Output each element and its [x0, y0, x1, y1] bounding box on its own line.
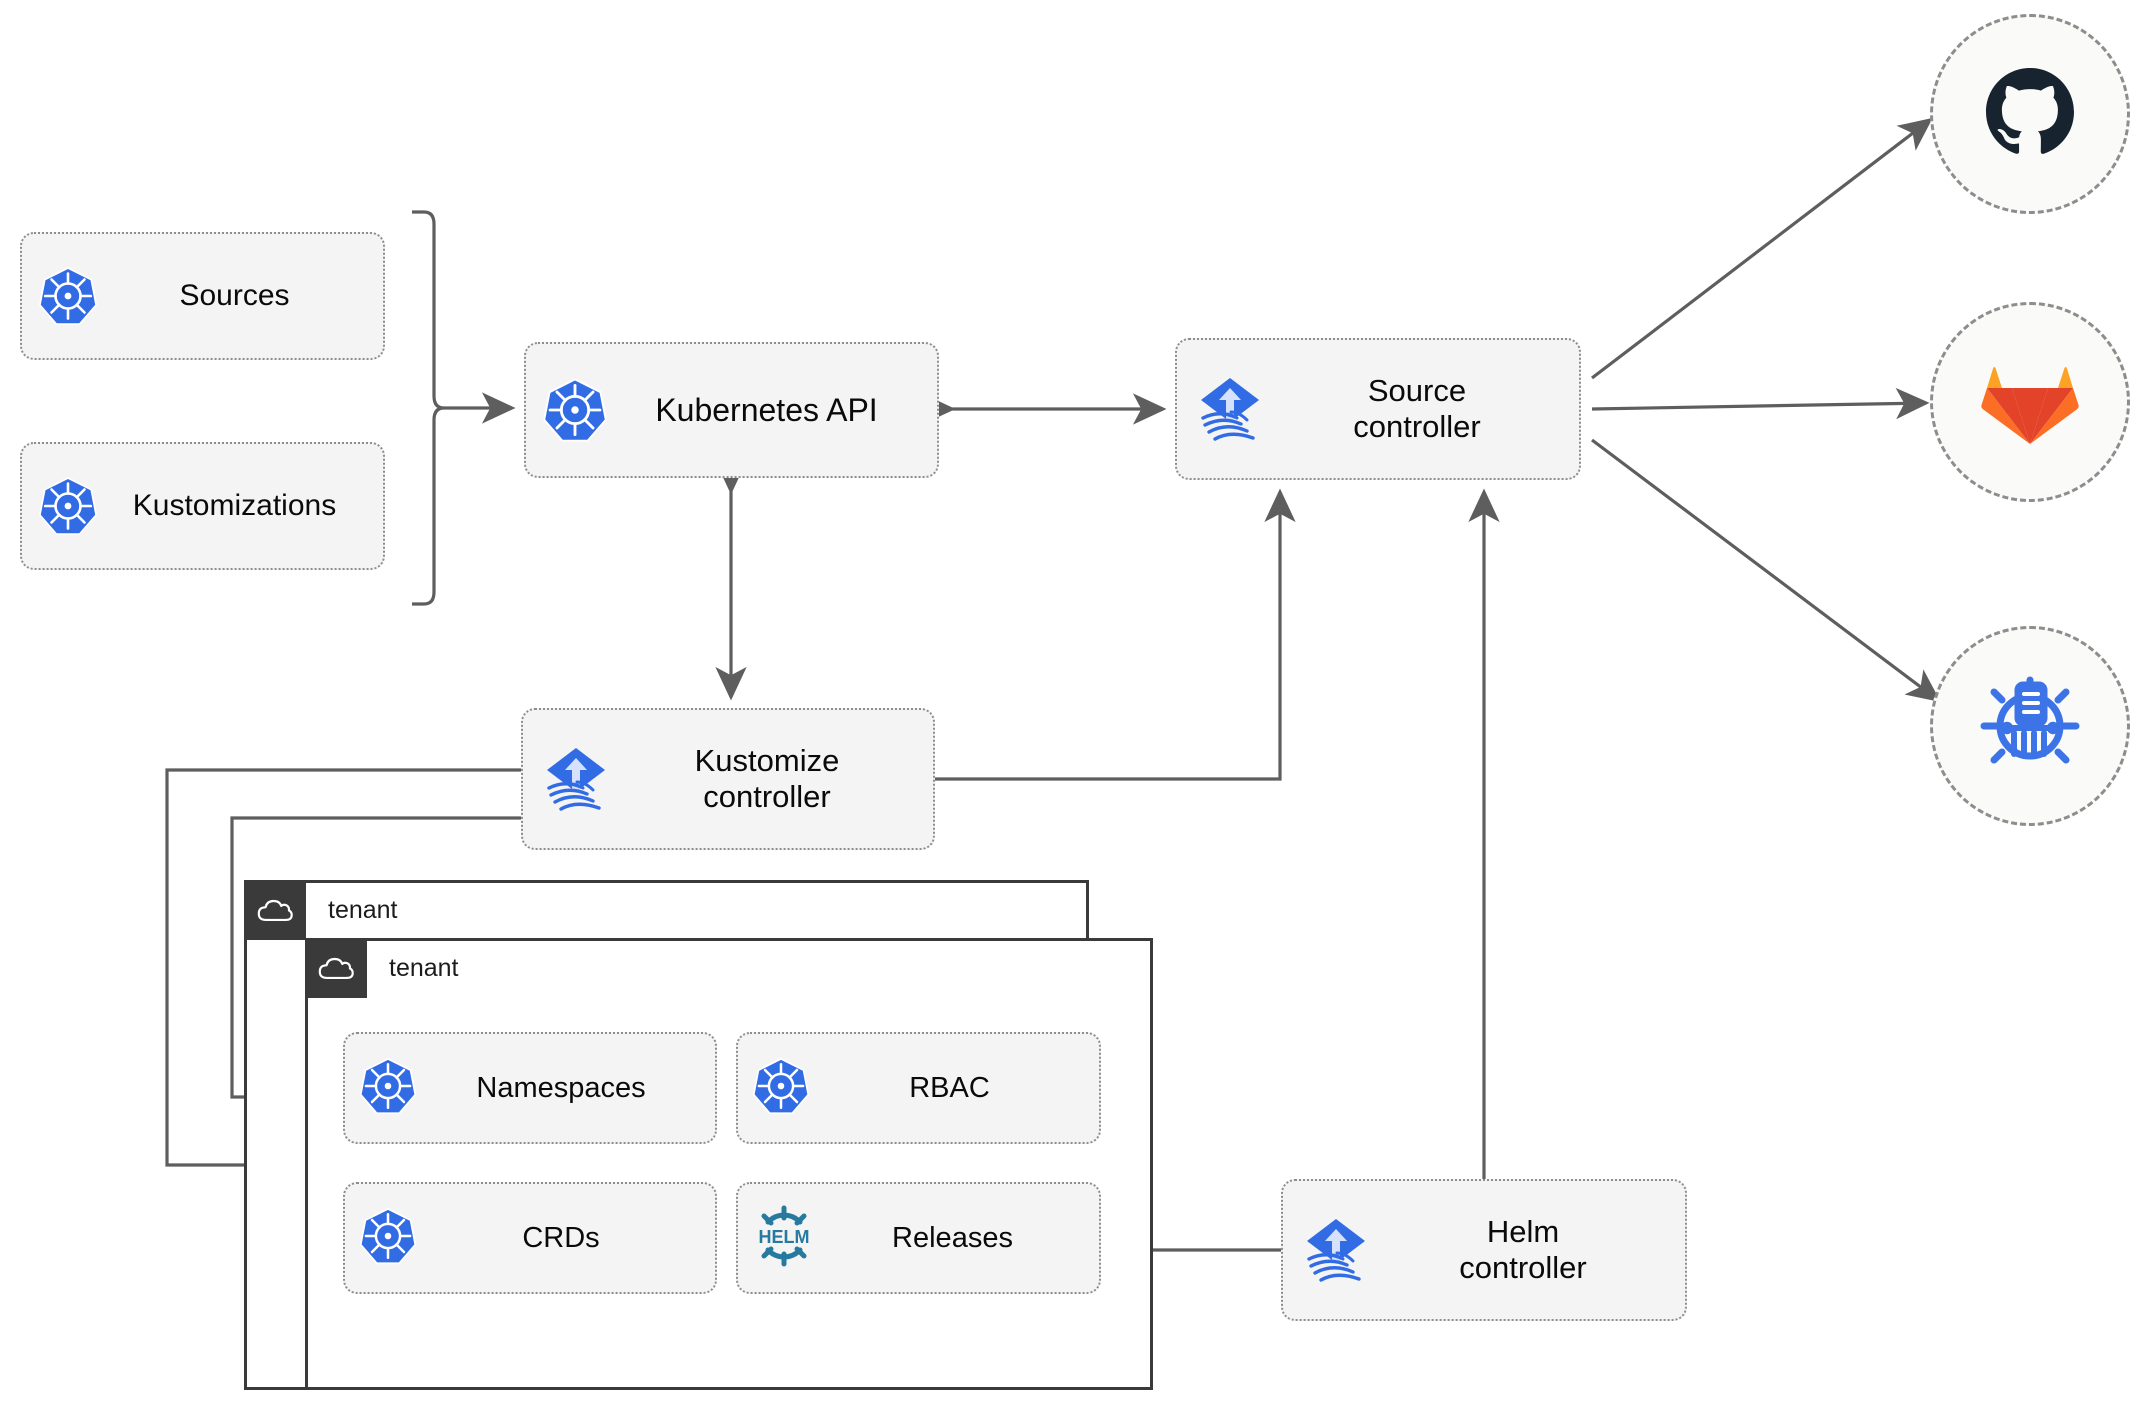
node-crds[interactable]: CRDs [343, 1182, 717, 1294]
tenant-label: tenant [367, 953, 459, 983]
kubernetes-icon [357, 1055, 419, 1122]
github-icon [1980, 62, 2080, 167]
flux-icon [1191, 370, 1269, 448]
wire-source-ctrl-to-helmrepo [1591, 438, 1941, 703]
cloud-icon [305, 938, 367, 998]
svg-text:HELM: HELM [759, 1227, 810, 1247]
node-namespaces[interactable]: Namespaces [343, 1032, 717, 1144]
kubernetes-icon [540, 375, 610, 445]
node-source-controller-label: Source controller [1353, 373, 1481, 444]
node-source-controller[interactable]: Source controller [1175, 338, 1581, 480]
wire-kustomize-ctrl-to-source-ctrl [935, 488, 1296, 781]
kubernetes-icon [750, 1055, 812, 1122]
gitlab-icon [1980, 352, 2080, 453]
node-kustomize-controller[interactable]: Kustomize controller [521, 708, 935, 850]
cloud-icon [244, 880, 306, 940]
node-kubernetes-api-label: Kubernetes API [655, 391, 878, 428]
wire-source-ctrl-to-github [1591, 117, 1933, 380]
node-releases[interactable]: HELM Releases [736, 1182, 1101, 1294]
helm-repository-icon [1976, 670, 2084, 783]
node-kustomize-controller-label: Kustomize controller [694, 743, 840, 814]
flux-icon [537, 740, 615, 818]
node-kubernetes-api[interactable]: Kubernetes API [524, 342, 939, 478]
wire-bracket-sources [412, 210, 445, 606]
node-kustomizations[interactable]: Kustomizations [20, 442, 385, 570]
service-helm-repository[interactable] [1930, 626, 2130, 826]
tenant-tab: tenant [244, 880, 398, 940]
node-rbac[interactable]: RBAC [736, 1032, 1101, 1144]
node-releases-label: Releases [892, 1221, 1013, 1254]
tenant-label: tenant [306, 895, 398, 925]
node-kustomizations-label: Kustomizations [132, 488, 337, 522]
helm-icon: HELM [750, 1202, 818, 1275]
node-rbac-label: RBAC [909, 1071, 990, 1104]
kubernetes-icon [36, 474, 100, 538]
flux-icon [1297, 1211, 1375, 1289]
node-sources-label: Sources [179, 278, 290, 312]
node-sources[interactable]: Sources [20, 232, 385, 360]
wire-source-ctrl-to-gitlab [1591, 387, 1930, 420]
kubernetes-icon [357, 1205, 419, 1272]
node-helm-controller[interactable]: Helm controller [1281, 1179, 1687, 1321]
node-crds-label: CRDs [522, 1221, 600, 1254]
service-github[interactable] [1930, 14, 2130, 214]
service-gitlab[interactable] [1930, 302, 2130, 502]
node-namespaces-label: Namespaces [476, 1071, 646, 1104]
kubernetes-icon [36, 264, 100, 328]
node-helm-controller-label: Helm controller [1459, 1214, 1587, 1285]
tenant-container-front[interactable]: tenant [305, 938, 1153, 1390]
tenant-tab: tenant [305, 938, 459, 998]
